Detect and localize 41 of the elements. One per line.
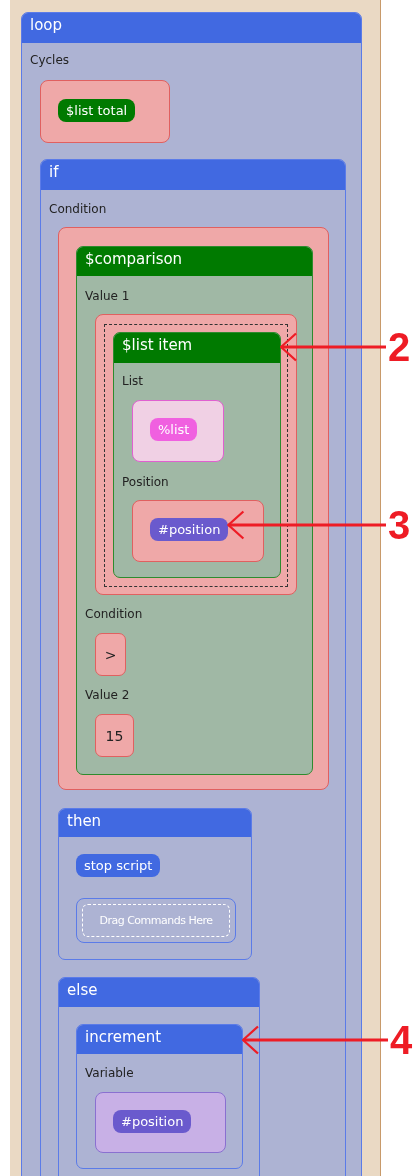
command-block bbox=[76, 1024, 243, 1169]
input-slot bbox=[132, 500, 264, 562]
command-block bbox=[40, 159, 346, 1176]
block-title: increment bbox=[77, 1025, 242, 1054]
callout-number: 2 bbox=[388, 327, 411, 367]
drop-hint: Drag Commands Here bbox=[82, 904, 230, 937]
list-pill: %list bbox=[150, 418, 198, 441]
command-block bbox=[21, 12, 362, 1176]
field-label: Cycles bbox=[30, 53, 70, 67]
arrow bbox=[279, 332, 386, 362]
input-slot bbox=[40, 80, 170, 143]
callout-number: 4 bbox=[390, 1020, 413, 1060]
variable-pill: #position bbox=[150, 518, 229, 541]
command-block bbox=[58, 808, 252, 960]
value-field: > bbox=[95, 633, 126, 676]
block-title: loop bbox=[22, 13, 361, 43]
value-field: 15 bbox=[95, 714, 134, 757]
field-label: Position bbox=[122, 475, 169, 489]
block-title: else bbox=[59, 978, 259, 1007]
command-pill: stop script bbox=[76, 854, 161, 877]
block-title: $list item bbox=[114, 333, 280, 363]
drop-zone bbox=[76, 898, 236, 943]
input-slot bbox=[95, 1092, 226, 1153]
input-slot bbox=[58, 227, 329, 790]
block-title: then bbox=[59, 809, 251, 837]
field-label: Condition bbox=[85, 607, 143, 621]
variable-pill: #position bbox=[113, 1110, 192, 1133]
field-label: Condition bbox=[49, 202, 107, 216]
field-label: Value 1 bbox=[85, 289, 130, 303]
callout-number: 3 bbox=[388, 505, 411, 545]
block-title: if bbox=[41, 160, 345, 190]
command-block bbox=[58, 977, 260, 1176]
field-label: Variable bbox=[85, 1066, 134, 1080]
field-label: Value 2 bbox=[85, 688, 130, 702]
field-label: List bbox=[122, 374, 143, 388]
block-title: $comparison bbox=[77, 247, 312, 276]
arrow bbox=[241, 1025, 388, 1055]
expression-block bbox=[76, 246, 313, 775]
input-slot bbox=[132, 400, 224, 462]
expression-pill: $list total bbox=[58, 99, 136, 122]
arrow bbox=[227, 510, 386, 540]
